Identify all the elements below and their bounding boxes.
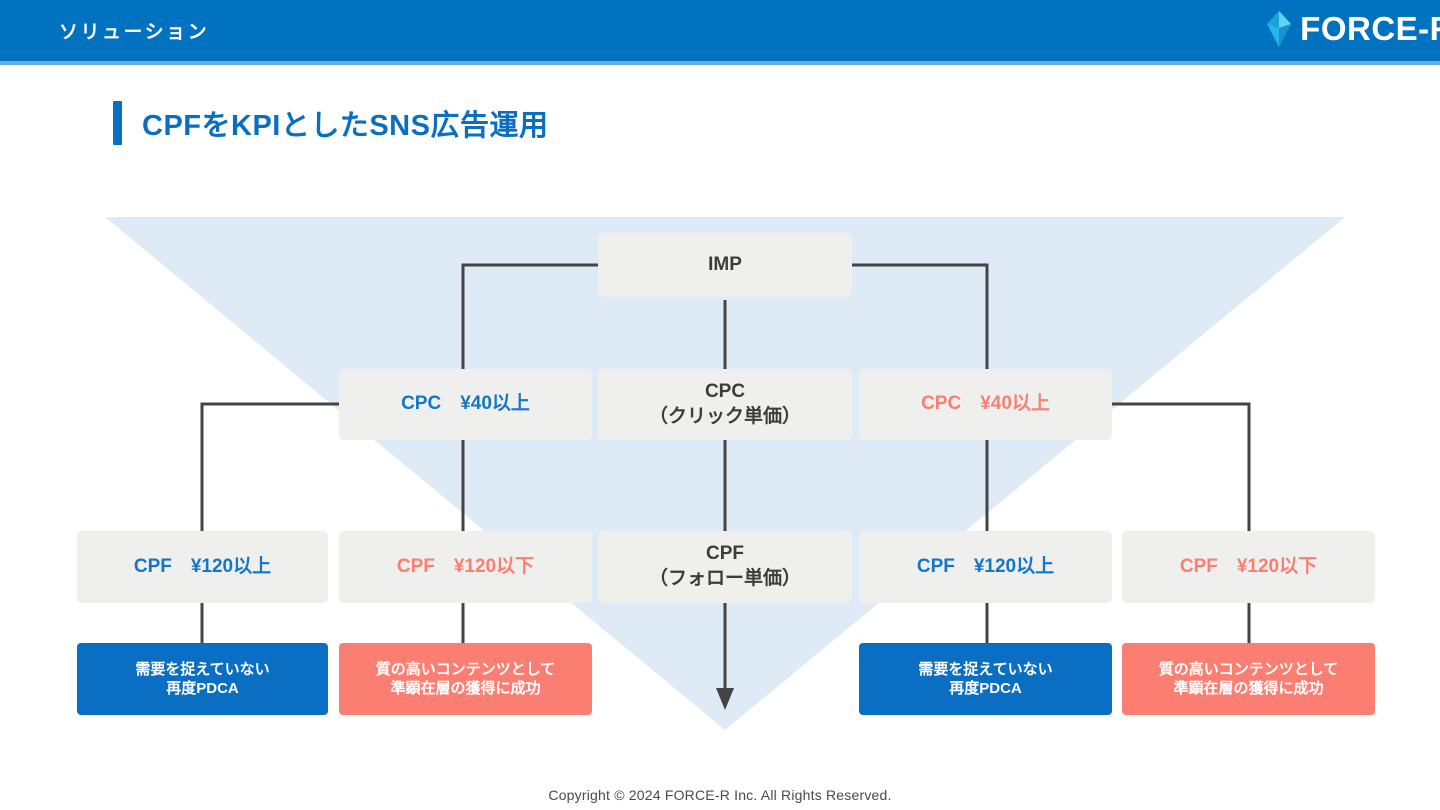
node-result-right-inner-line2: 再度PDCA	[949, 680, 1022, 697]
node-result-right-inner-line1: 需要を捉えていない	[918, 660, 1053, 678]
brand-logo: FORCE-R	[1266, 10, 1440, 48]
node-cpf-right-inner[interactable]: CPF ¥120以上	[859, 531, 1112, 603]
brand-name: FORCE-R	[1300, 10, 1440, 47]
diamond-crystal-icon	[1266, 10, 1292, 48]
node-cpc-center-line1: CPC	[704, 380, 746, 402]
node-result-right-outer-line1: 質の高いコンテンツとして	[1158, 660, 1339, 678]
node-result-left-outer-line2: 再度PDCA	[166, 680, 239, 697]
node-cpc-right[interactable]: CPC ¥40以上	[859, 369, 1112, 440]
node-cpf-left-inner[interactable]: CPF ¥120以下	[339, 531, 592, 603]
page-title: CPFをKPIとしたSNS広告運用	[113, 101, 548, 145]
node-cpc-left[interactable]: CPC ¥40以上	[339, 369, 592, 440]
node-cpf-left-outer-label: CPF ¥120以上	[133, 555, 272, 577]
node-cpf-center[interactable]: CPF （フォロー単価）	[598, 531, 852, 603]
node-result-right-outer-line2: 準顕在層の獲得に成功	[1173, 680, 1324, 697]
node-cpc-left-label: CPC ¥40以上	[401, 393, 530, 415]
node-cpf-right-inner-label: CPF ¥120以上	[916, 555, 1055, 577]
node-cpf-left-inner-label: CPF ¥120以下	[396, 555, 535, 577]
node-cpc-right-label: CPC ¥40以上	[921, 393, 1050, 415]
node-imp-label: IMP	[708, 253, 742, 275]
node-result-right-inner[interactable]: 需要を捉えていない 再度PDCA	[859, 643, 1112, 715]
header-title: ソリューション	[59, 22, 210, 43]
node-cpf-center-line1: CPF	[706, 543, 744, 565]
node-cpf-right-outer[interactable]: CPF ¥120以下	[1122, 531, 1375, 603]
slide-title-text: CPFをKPIとしたSNS広告運用	[142, 110, 549, 142]
node-result-left-inner-line1: 質の高いコンテンツとして	[375, 660, 556, 678]
node-result-left-inner-line2: 準顕在層の獲得に成功	[390, 680, 541, 697]
node-cpc-center-line2: （クリック単価）	[648, 405, 801, 427]
node-result-left-outer[interactable]: 需要を捉えていない 再度PDCA	[77, 643, 328, 715]
node-cpc-center[interactable]: CPC （クリック単価）	[598, 369, 852, 440]
header-bar	[0, 0, 1440, 61]
node-cpf-right-outer-label: CPF ¥120以下	[1179, 555, 1318, 577]
footer-copyright: Copyright © 2024 FORCE-R Inc. All Rights…	[548, 787, 892, 803]
node-imp[interactable]: IMP	[598, 233, 852, 297]
node-result-right-outer[interactable]: 質の高いコンテンツとして 準顕在層の獲得に成功	[1122, 643, 1375, 715]
node-cpf-center-line2: （フォロー単価）	[648, 568, 801, 589]
title-accent-bar	[113, 101, 122, 145]
node-result-left-outer-line1: 需要を捉えていない	[135, 660, 270, 678]
header-underline	[0, 61, 1440, 65]
node-result-left-inner[interactable]: 質の高いコンテンツとして 準顕在層の獲得に成功	[339, 643, 592, 715]
node-cpf-left-outer[interactable]: CPF ¥120以上	[77, 531, 328, 603]
